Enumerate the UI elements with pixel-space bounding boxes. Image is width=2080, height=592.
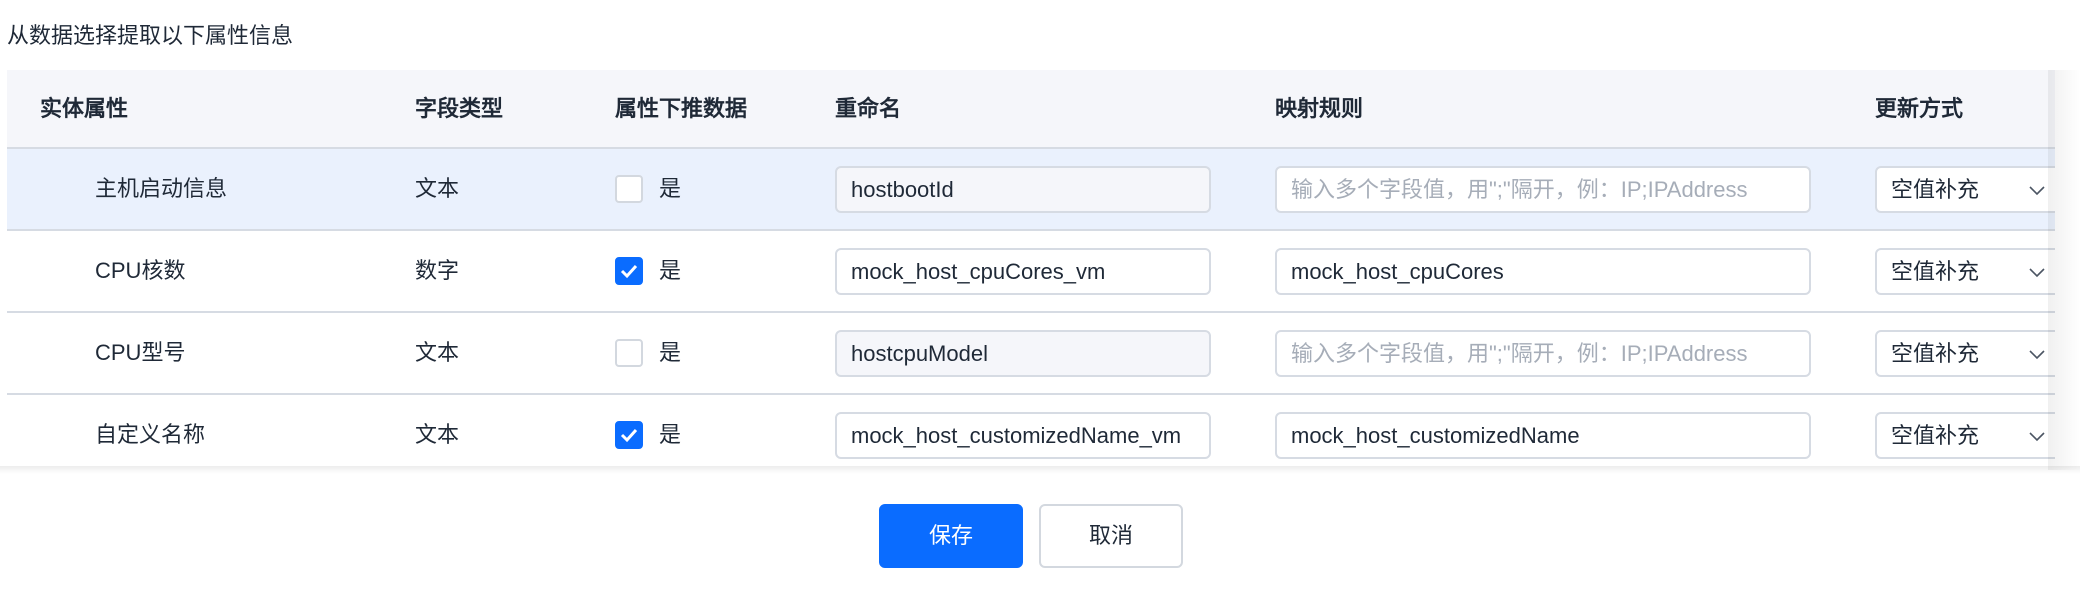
push-down-label: 是 [659, 422, 682, 447]
section-title: 从数据选择提取以下属性信息 [7, 23, 294, 48]
chevron-down-icon [2029, 350, 2045, 360]
column-header-field-type: 字段类型 [415, 96, 504, 121]
attribute-table: 实体属性 字段类型 属性下推数据 重命名 映射规则 更新方式 主机启动信息 文本… [7, 70, 2055, 470]
checkmark-icon [620, 428, 638, 443]
update-mode-value: 空值补充 [1891, 177, 1980, 202]
update-mode-select[interactable]: 空值补充 [1875, 166, 2055, 213]
push-down-checkbox[interactable] [615, 339, 643, 367]
update-mode-value: 空值补充 [1891, 259, 1980, 284]
update-mode-value: 空值补充 [1891, 341, 1980, 366]
table-row: CPU型号 文本 是 hostcpuModel 输入多个字段值，用";"隔开，例… [7, 313, 2055, 395]
checkmark-icon [620, 264, 638, 279]
push-down-label: 是 [659, 176, 682, 201]
field-type: 文本 [415, 422, 460, 447]
table-row: CPU核数 数字 是 mock_host_cpuCores_vm mock_ho… [7, 231, 2055, 313]
attribute-name: CPU型号 [95, 340, 186, 365]
save-button[interactable]: 保存 [879, 504, 1023, 568]
field-type: 数字 [415, 258, 460, 283]
attribute-name: CPU核数 [95, 258, 186, 283]
table-row: 自定义名称 文本 是 mock_host_customizedName_vm m… [7, 395, 2055, 470]
column-header-attribute: 实体属性 [40, 96, 129, 121]
mapping-rule-input[interactable]: 输入多个字段值，用";"隔开，例：IP;IPAddress [1275, 166, 1811, 213]
push-down-label: 是 [659, 258, 682, 283]
footer-divider [0, 466, 2080, 474]
mapping-rule-input[interactable]: mock_host_customizedName [1275, 412, 1811, 459]
push-down-checkbox[interactable] [615, 421, 643, 449]
column-header-update-mode: 更新方式 [1875, 96, 1964, 121]
update-mode-select[interactable]: 空值补充 [1875, 248, 2055, 295]
update-mode-select[interactable]: 空值补充 [1875, 330, 2055, 377]
field-type: 文本 [415, 176, 460, 201]
rename-input[interactable]: hostbootId [835, 166, 1211, 213]
horizontal-scroll-shadow [2048, 70, 2080, 470]
mapping-rule-input[interactable]: mock_host_cpuCores [1275, 248, 1811, 295]
chevron-down-icon [2029, 268, 2045, 278]
mapping-rule-input[interactable]: 输入多个字段值，用";"隔开，例：IP;IPAddress [1275, 330, 1811, 377]
column-header-push-down: 属性下推数据 [615, 96, 748, 121]
field-type: 文本 [415, 340, 460, 365]
table-row: 主机启动信息 文本 是 hostbootId 输入多个字段值，用";"隔开，例：… [7, 149, 2055, 231]
update-mode-select[interactable]: 空值补充 [1875, 412, 2055, 459]
rename-input[interactable]: mock_host_customizedName_vm [835, 412, 1211, 459]
rename-input[interactable]: mock_host_cpuCores_vm [835, 248, 1211, 295]
attribute-name: 主机启动信息 [95, 176, 228, 201]
attribute-name: 自定义名称 [95, 422, 206, 447]
column-header-mapping: 映射规则 [1275, 96, 1364, 121]
column-header-rename: 重命名 [835, 96, 902, 121]
chevron-down-icon [2029, 186, 2045, 196]
update-mode-value: 空值补充 [1891, 423, 1980, 448]
push-down-label: 是 [659, 340, 682, 365]
table-header: 实体属性 字段类型 属性下推数据 重命名 映射规则 更新方式 [7, 70, 2055, 149]
push-down-checkbox[interactable] [615, 257, 643, 285]
chevron-down-icon [2029, 432, 2045, 442]
rename-input[interactable]: hostcpuModel [835, 330, 1211, 377]
push-down-checkbox[interactable] [615, 175, 643, 203]
cancel-button[interactable]: 取消 [1039, 504, 1183, 568]
